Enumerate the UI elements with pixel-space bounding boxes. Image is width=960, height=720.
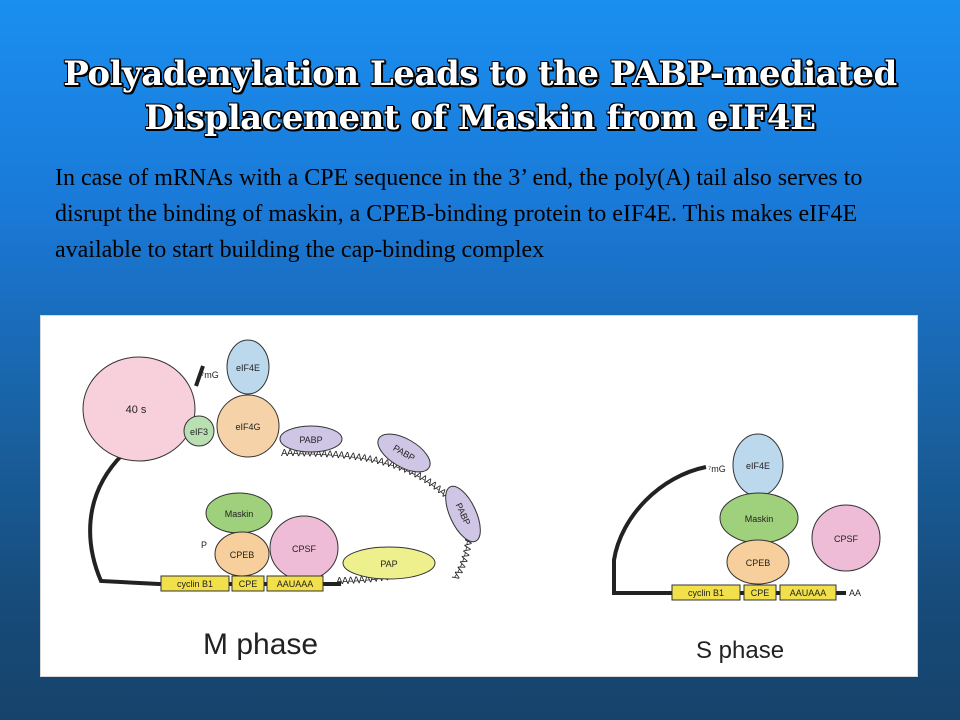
- s-aauaaa-label: AAUAAA: [790, 588, 827, 598]
- m-cpe-label: CPE: [239, 579, 258, 589]
- s-cpe-label: CPE: [751, 588, 770, 598]
- s-aauaaa-box: [779, 584, 837, 601]
- m-pap: [342, 546, 436, 580]
- m-eif3-label: eIF3: [190, 427, 208, 437]
- m-pabp-1-label: PABP: [299, 435, 322, 445]
- m-cpeb-label: CPEB: [230, 550, 255, 560]
- m-cpsf-label: CPSF: [292, 544, 317, 554]
- s-cpsf-label: CPSF: [834, 534, 859, 544]
- m-phase-label: M phase: [203, 628, 318, 661]
- s-eif4e-label: eIF4E: [746, 461, 770, 471]
- m-aauaaa-box: [266, 575, 324, 592]
- slide-title: Polyadenylation Leads to the PABP-mediat…: [0, 52, 960, 140]
- s-cap-label: ⁷mG: [708, 464, 726, 474]
- m-cap-label: ⁷mG: [201, 370, 219, 380]
- m-ribosome-40s: [82, 356, 196, 462]
- m-pabp-1: [279, 425, 343, 453]
- m-eif4g-label: eIF4G: [235, 422, 260, 432]
- m-eif4e-label: eIF4E: [236, 363, 260, 373]
- s-cpsf: [811, 504, 881, 572]
- m-maskin-label: Maskin: [225, 509, 254, 519]
- m-phosphate-label: P: [201, 540, 207, 550]
- s-mrna-strand: [612, 465, 707, 595]
- m-cyclin-b1-box: [160, 575, 230, 592]
- s-cyclin-b1-box: [671, 584, 741, 601]
- slide-title-line-2: Displacement of Maskin from eIF4E: [144, 98, 816, 138]
- m-ribosome-label: 40 s: [126, 404, 147, 416]
- m-pabp-3: [445, 485, 481, 543]
- m-eif3: [183, 415, 215, 447]
- s-maskin-label: Maskin: [745, 514, 774, 524]
- s-phase-label: S phase: [696, 637, 784, 664]
- m-mrna-strand: [88, 452, 341, 586]
- s-tail-a: AA: [849, 588, 861, 598]
- m-cpe-box: [231, 575, 265, 592]
- s-cpeb: [726, 539, 790, 585]
- m-eif4e: [226, 339, 270, 395]
- slide-title-line-1: Polyadenylation Leads to the PABP-mediat…: [63, 54, 897, 94]
- m-aauaaa-label: AAUAAA: [277, 579, 314, 589]
- s-cyclin-b1-label: cyclin B1: [688, 588, 724, 598]
- s-cpe-box: [743, 584, 777, 601]
- s-cpeb-label: CPEB: [746, 558, 771, 568]
- m-mrna-cap-end: [194, 365, 205, 387]
- body-paragraph: In case of mRNAs with a CPE sequence in …: [55, 165, 863, 263]
- m-cyclin-b1-label: cyclin B1: [177, 579, 213, 589]
- m-pabp-2: [377, 433, 431, 473]
- m-eif4g: [216, 394, 280, 458]
- m-pap-label: PAP: [380, 559, 397, 569]
